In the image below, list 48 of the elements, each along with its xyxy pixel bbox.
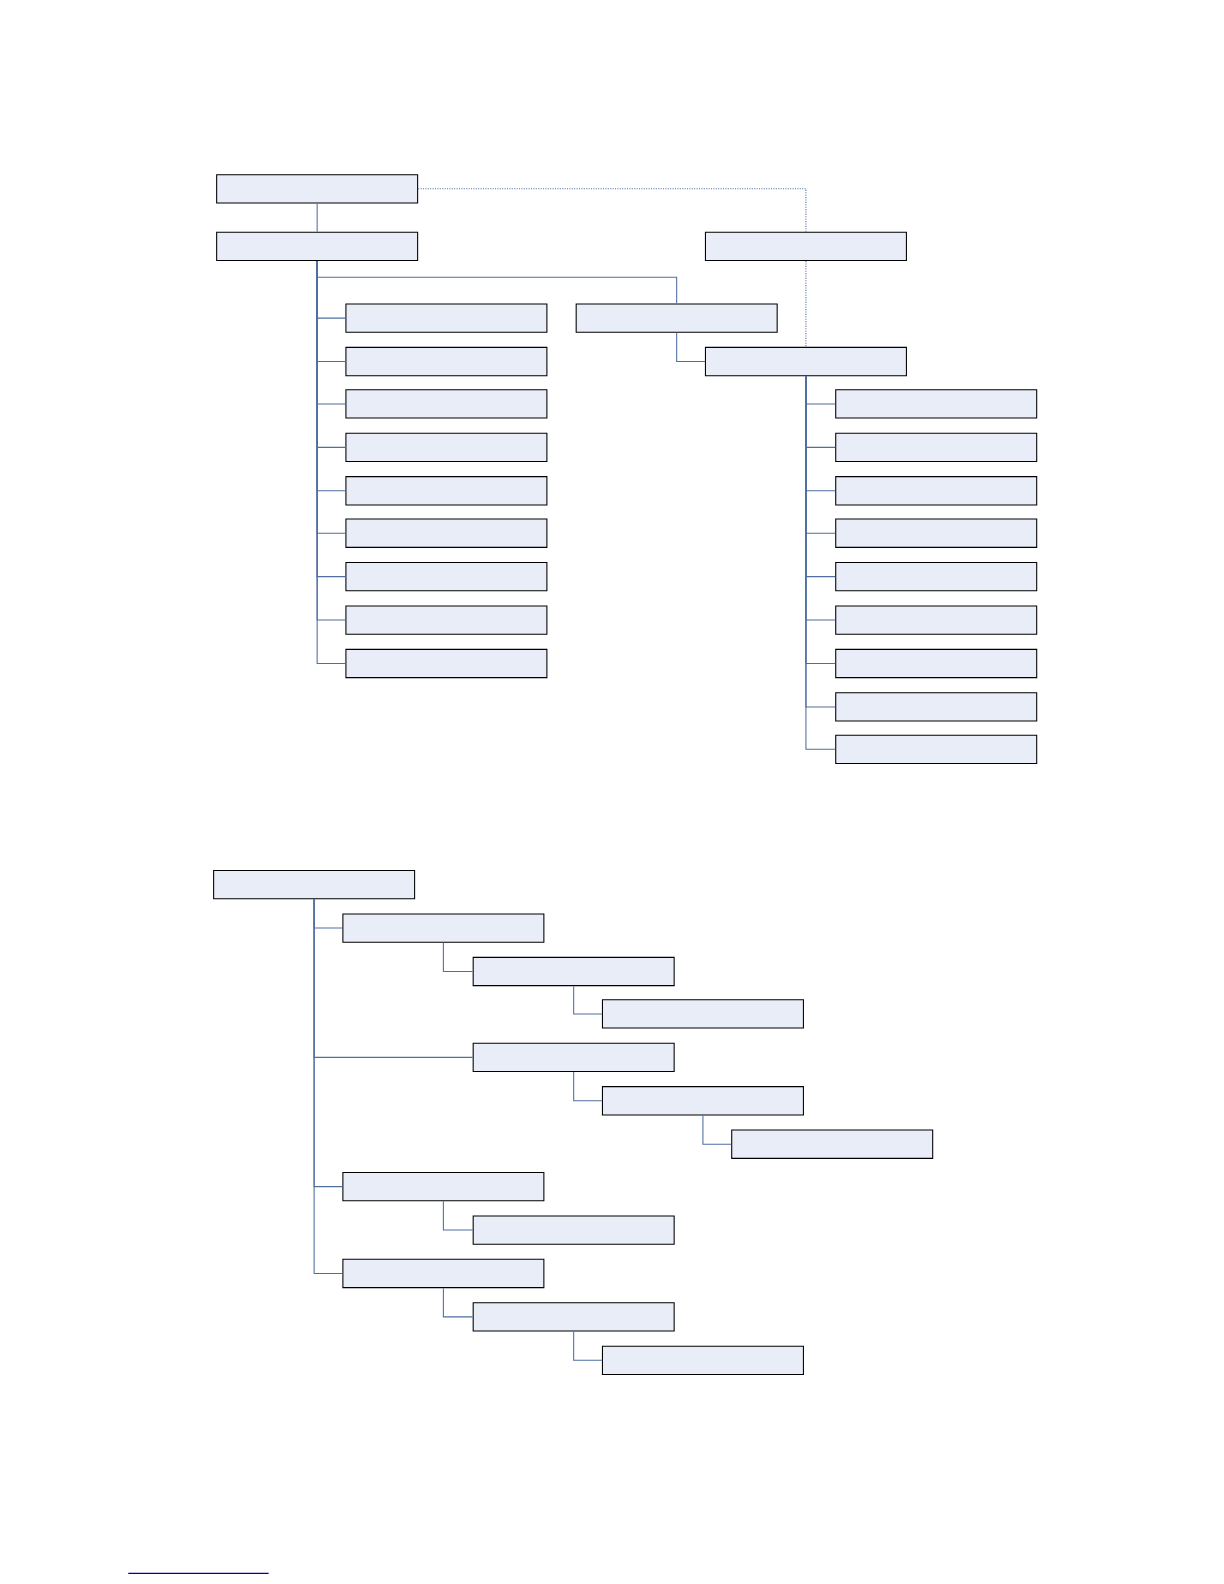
org-box xyxy=(345,346,548,377)
connector-line xyxy=(573,1331,603,1361)
org-box xyxy=(835,734,1038,764)
connector-line xyxy=(573,1071,603,1102)
connector-line xyxy=(316,260,678,304)
org-box xyxy=(601,999,804,1029)
org-box xyxy=(345,303,548,333)
org-box xyxy=(472,1302,675,1332)
org-box xyxy=(345,432,548,463)
org-box xyxy=(835,648,1038,679)
org-box xyxy=(342,1171,545,1202)
org-box xyxy=(342,913,545,943)
org-box xyxy=(342,1258,545,1289)
connector-line xyxy=(442,1287,474,1318)
org-box xyxy=(472,956,675,987)
org-box xyxy=(601,1345,804,1375)
org-box xyxy=(345,476,548,506)
org-box xyxy=(345,389,548,419)
org-box xyxy=(345,648,548,679)
connector-line xyxy=(573,985,603,1015)
connector-line xyxy=(442,1200,474,1231)
connector-line xyxy=(702,1114,732,1145)
org-box xyxy=(835,432,1038,463)
connector-line xyxy=(676,332,706,363)
org-box xyxy=(575,303,778,333)
connector-line xyxy=(313,898,343,1274)
org-box xyxy=(345,518,548,548)
org-box xyxy=(345,561,548,592)
connector-line xyxy=(442,942,474,973)
org-box xyxy=(704,231,907,262)
org-box xyxy=(835,389,1038,419)
connector-line xyxy=(805,260,807,348)
org-box xyxy=(216,174,419,204)
org-box xyxy=(835,476,1038,506)
org-box xyxy=(472,1215,675,1245)
org-box xyxy=(835,605,1038,635)
org-box xyxy=(472,1042,675,1073)
org-box xyxy=(216,231,419,262)
org-box xyxy=(213,870,416,900)
org-box xyxy=(835,692,1038,722)
org-box xyxy=(345,605,548,635)
org-box xyxy=(601,1086,804,1116)
org-box xyxy=(835,518,1038,548)
org-box xyxy=(731,1129,934,1159)
connector-line xyxy=(417,188,807,233)
org-box xyxy=(835,561,1038,592)
org-box xyxy=(704,346,907,377)
connector-line xyxy=(316,202,318,233)
